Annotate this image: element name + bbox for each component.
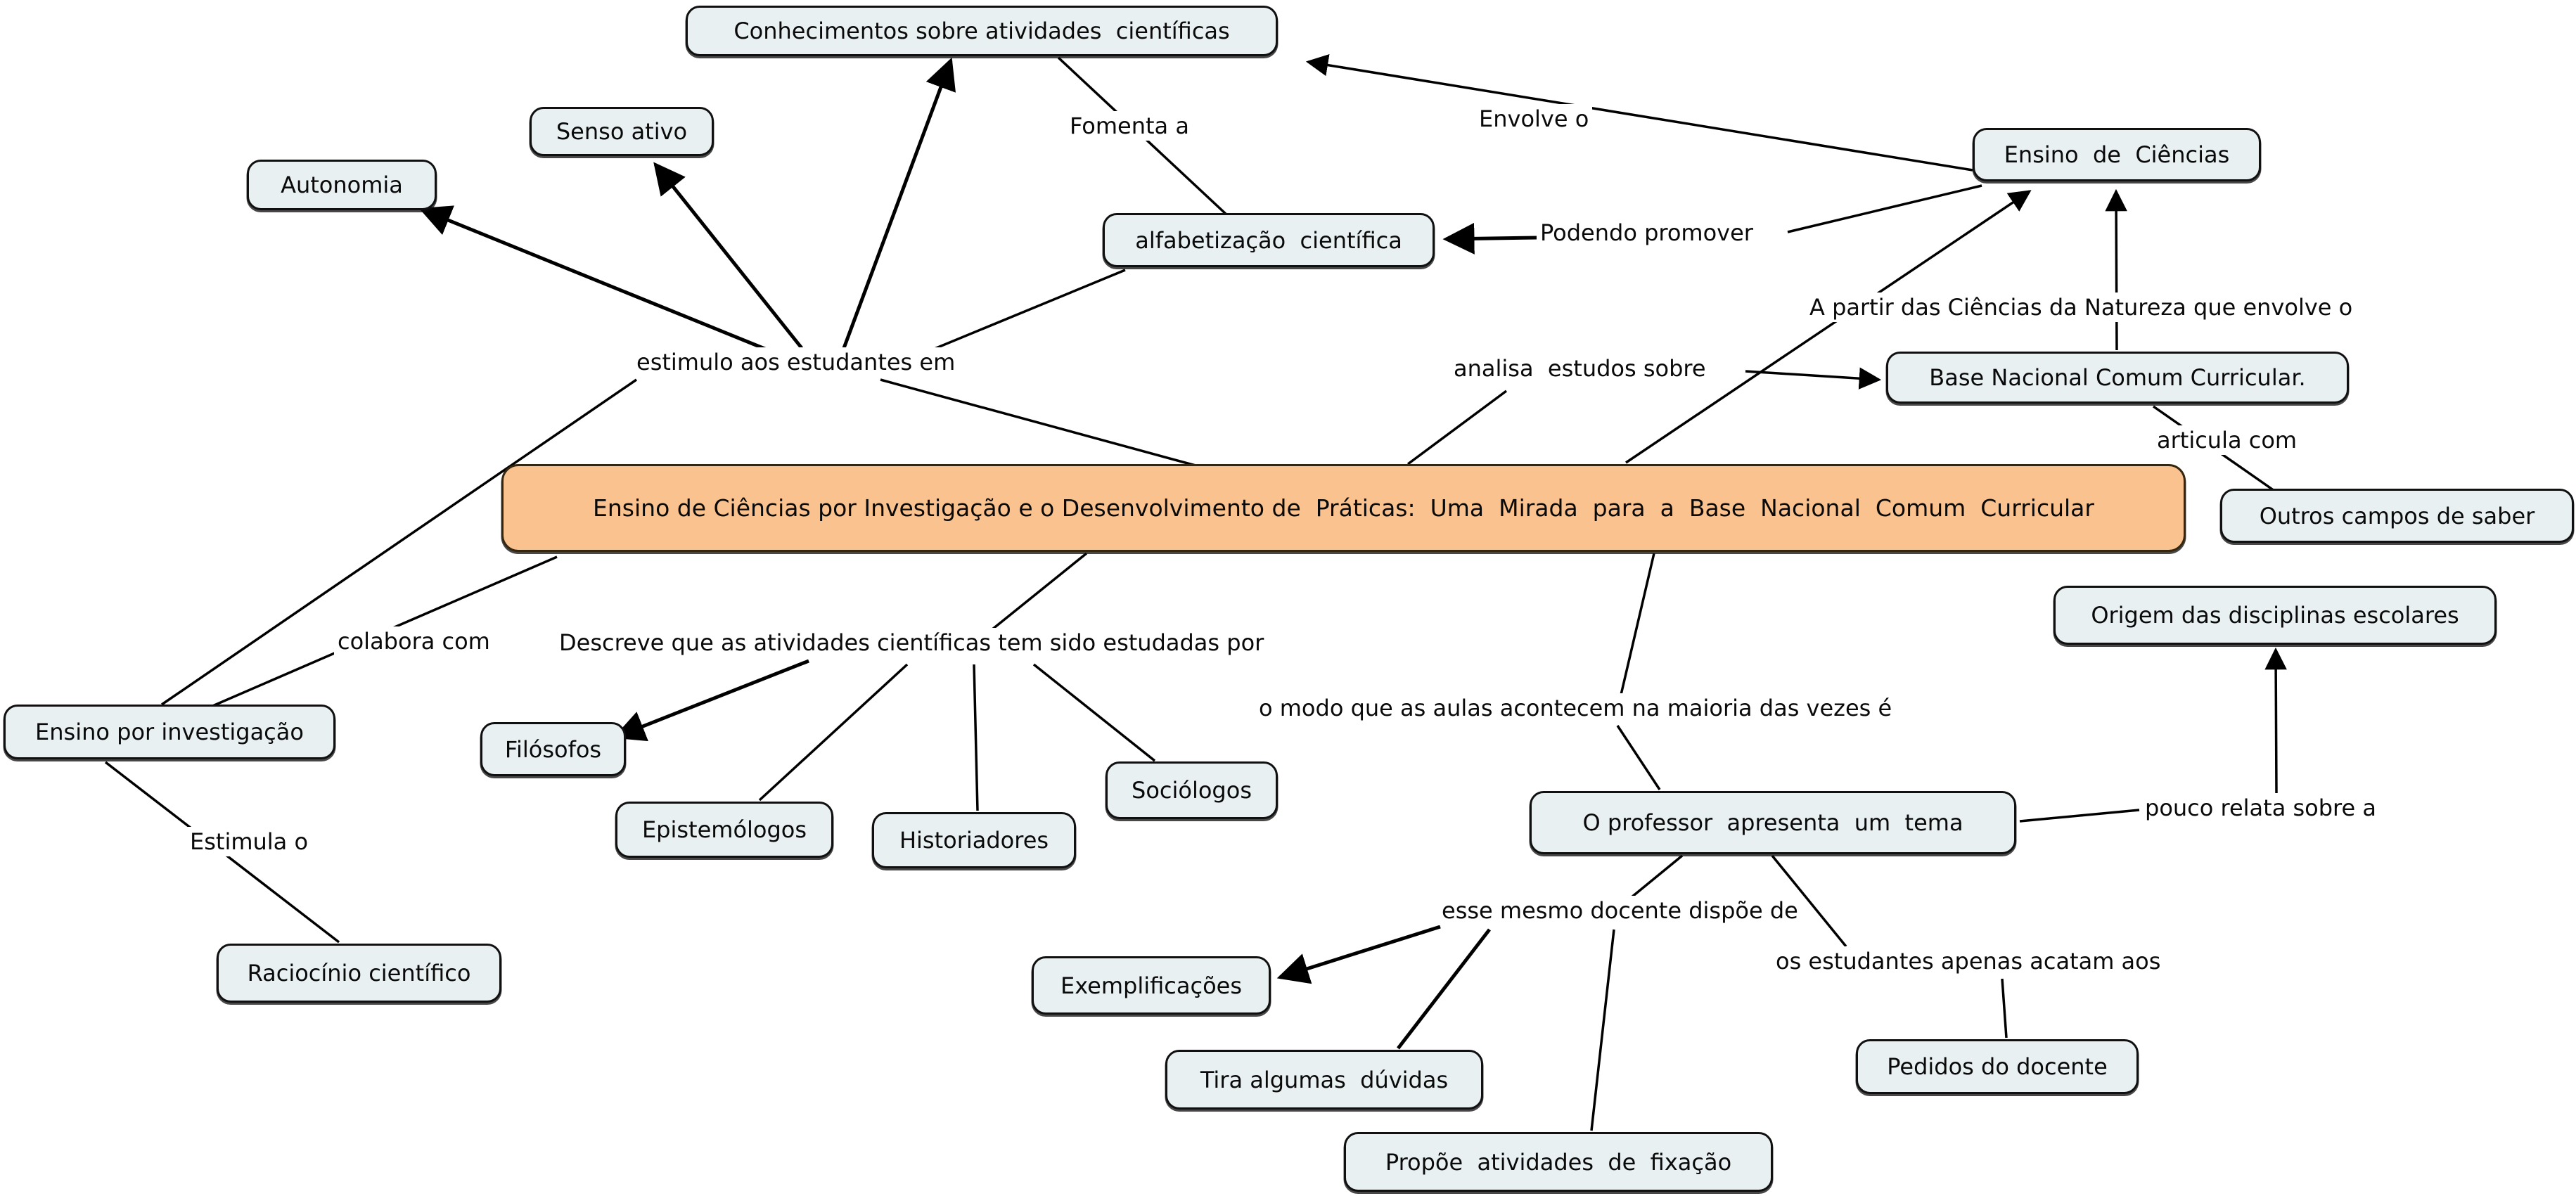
edge-label-fomenta-a[interactable]: Fomenta a: [1066, 111, 1193, 141]
node-tira-algumas-duvidas[interactable]: Tira algumas dúvidas: [1165, 1050, 1483, 1110]
arrow-edges: [418, 54, 2287, 984]
edge-label-envolve-o[interactable]: Envolve o: [1475, 104, 1593, 134]
node-filosofos[interactable]: Filósofos: [480, 722, 626, 776]
edge-label-pouco-relata-sobre-a[interactable]: pouco relata sobre a: [2141, 793, 2380, 823]
node-senso-ativo[interactable]: Senso ativo: [530, 107, 714, 156]
edge-label-descreve-que[interactable]: Descreve que as atividades científicas t…: [556, 628, 1268, 657]
node-ensino-por-investigacao[interactable]: Ensino por investigação: [4, 705, 335, 759]
node-pedidos-do-docente[interactable]: Pedidos do docente: [1856, 1039, 2139, 1094]
edge-label-o-modo-que-as-aulas[interactable]: o modo que as aulas acontecem na maioria…: [1255, 693, 1896, 723]
edge-label-estimulo-aos-estudantes[interactable]: estimulo aos estudantes em: [633, 347, 959, 377]
edge-label-colabora-com[interactable]: colabora com: [334, 626, 494, 656]
node-base-nacional-comum-curricular[interactable]: Base Nacional Comum Curricular.: [1886, 352, 2349, 404]
node-outros-campos-de-saber[interactable]: Outros campos de saber: [2220, 489, 2574, 543]
edge-label-estimula-o[interactable]: Estimula o: [186, 827, 312, 856]
node-professor-apresenta-tema[interactable]: O professor apresenta um tema: [1530, 791, 2016, 854]
node-epistemologos[interactable]: Epistemólogos: [615, 802, 833, 858]
edge-label-esse-mesmo-docente[interactable]: esse mesmo docente dispõe de: [1438, 896, 1802, 925]
node-sociologos[interactable]: Sociólogos: [1106, 761, 1278, 819]
edge-label-os-estudantes-acatam[interactable]: os estudantes apenas acatam aos: [1772, 946, 2165, 976]
edge-label-articula-com[interactable]: articula com: [2153, 425, 2301, 455]
node-central-titulo[interactable]: Ensino de Ciências por Investigação e o …: [501, 464, 2186, 552]
node-raciocinio-cientifico[interactable]: Raciocínio científico: [217, 944, 501, 1003]
node-ensino-de-ciencias[interactable]: Ensino de Ciências: [1973, 128, 2261, 181]
plain-edges: [104, 56, 2278, 1131]
node-origem-das-disciplinas[interactable]: Origem das disciplinas escolares: [2053, 586, 2497, 645]
node-historiadores[interactable]: Historiadores: [872, 812, 1076, 868]
edge-label-a-partir-das-ciencias[interactable]: A partir das Ciências da Natureza que en…: [1806, 292, 2357, 322]
edge-label-podendo-promover[interactable]: Podendo promover: [1537, 218, 1757, 247]
node-autonomia[interactable]: Autonomia: [247, 160, 437, 210]
node-propoe-atividades-fixacao[interactable]: Propõe atividades de fixação: [1344, 1132, 1773, 1192]
edge-label-analisa-estudos-sobre[interactable]: analisa estudos sobre: [1450, 354, 1710, 383]
node-alfabetizacao-cientifica[interactable]: alfabetização científica: [1103, 213, 1435, 267]
node-conhecimentos-atividades-cientificas[interactable]: Conhecimentos sobre atividades científic…: [686, 6, 1278, 56]
node-exemplificacoes[interactable]: Exemplificações: [1032, 956, 1271, 1015]
